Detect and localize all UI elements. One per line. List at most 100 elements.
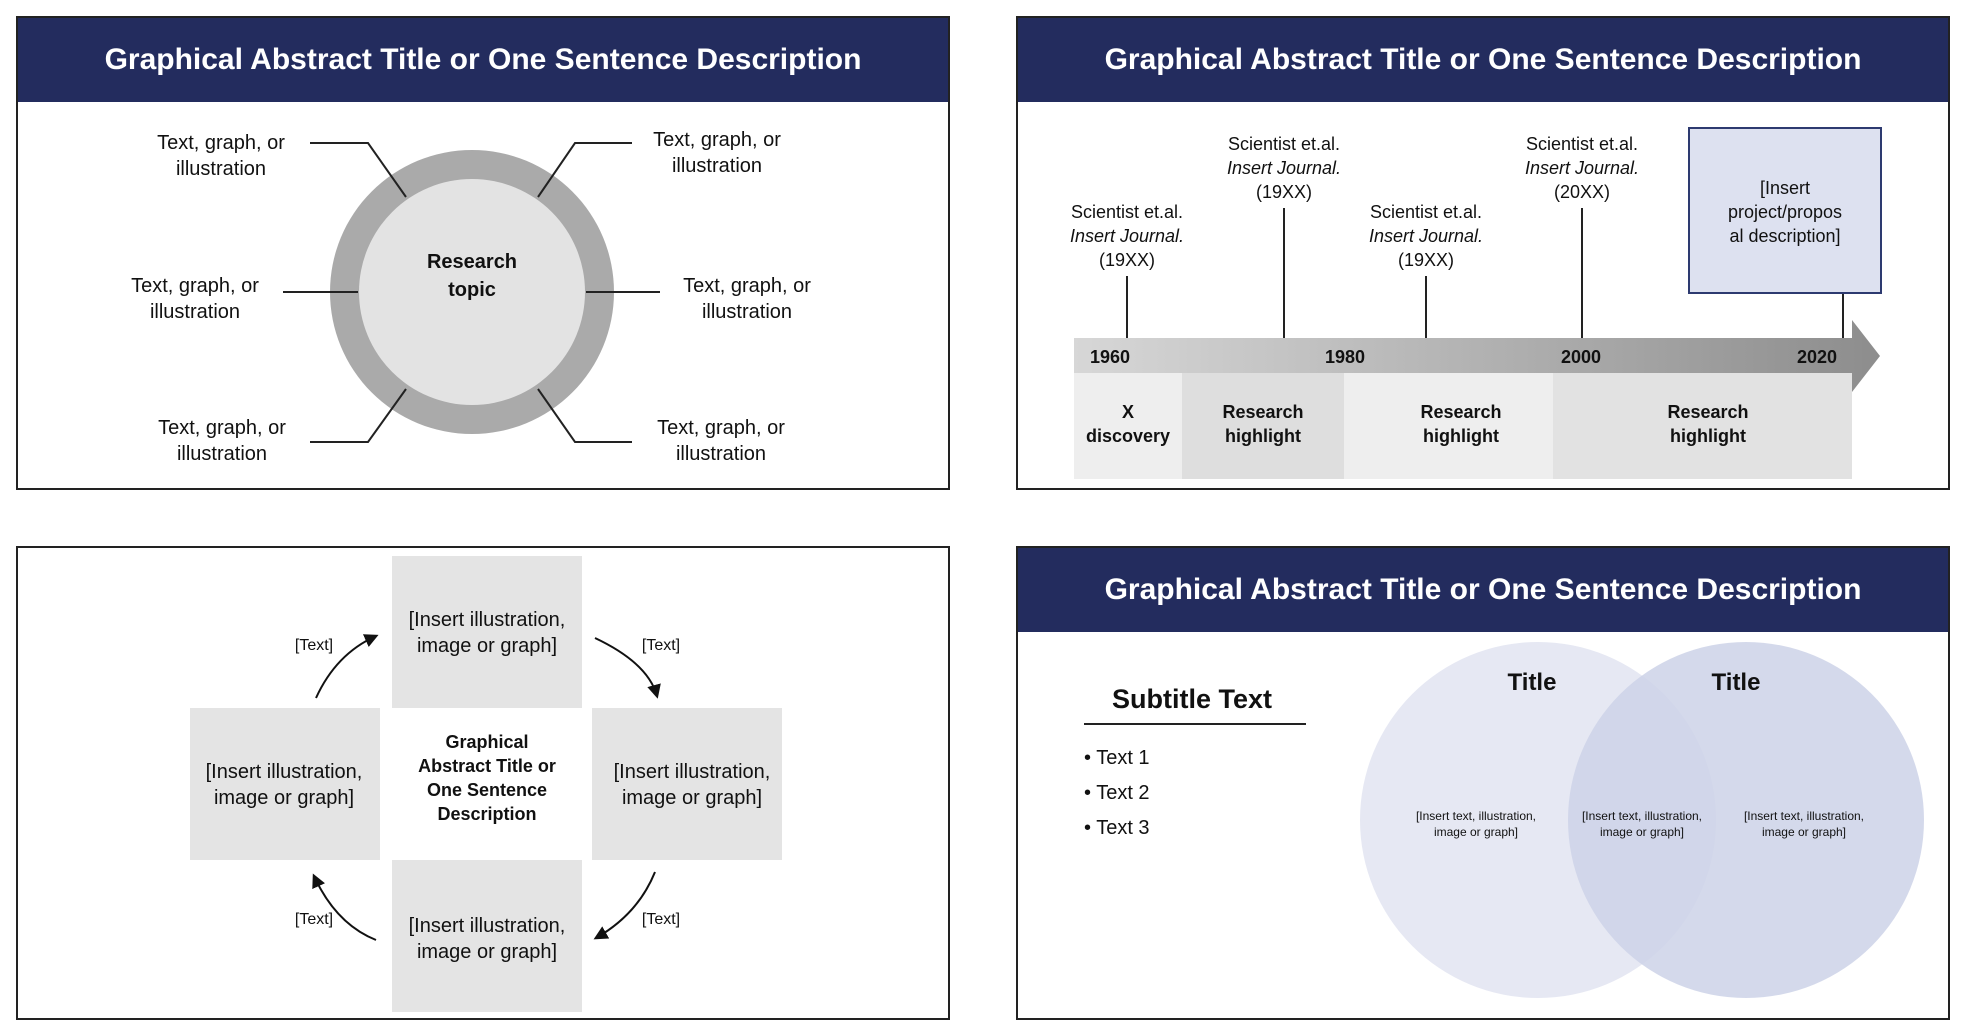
cycle-box-bottom-line2: image or graph] [417,941,557,963]
item-mid-left-line2: illustration [150,301,240,323]
venn-right-title: Title [1712,669,1761,696]
panel2-title: Graphical Abstract Title or One Sentence… [1018,18,1948,102]
event-2-year: (19XX) [1256,182,1312,202]
cycle-arrow-label-bottom-right: [Text] [642,911,680,928]
event-2-name: Scientist et.al. [1228,134,1340,154]
connector-top-right [537,142,632,198]
cycle-box-right [592,708,782,860]
cycle-box-top-line2: image or graph] [417,635,557,657]
topic-label-line1: Research [427,251,517,273]
segment-1-box [1074,373,1182,479]
cycle-arrow-label-top-right: [Text] [642,637,680,654]
item-bottom-left-line1: Text, graph, or [158,417,286,439]
item-top-left-line1: Text, graph, or [157,132,285,154]
venn-left-text-line2: image or graph] [1434,825,1518,839]
segment-4-line2: highlight [1670,426,1746,446]
item-top-right-line1: Text, graph, or [653,129,781,151]
year-2020: 2020 [1797,347,1837,367]
cycle-box-left [190,708,380,860]
bullet-1: • Text 1 [1084,747,1150,769]
segment-4-box [1553,373,1852,479]
proposal-box [1688,127,1882,294]
segment-1-line1: X [1122,402,1134,422]
event-3-name: Scientist et.al. [1370,202,1482,222]
connector-bottom-right [537,388,632,443]
year-2000: 2000 [1561,347,1601,367]
venn-diagram: Subtitle Text • Text 1 • Text 2 • Text 3… [1084,642,1924,998]
item-top-left-line2: illustration [176,158,266,180]
segment-2-line2: highlight [1225,426,1301,446]
segment-3-line2: highlight [1423,426,1499,446]
cycle-box-bottom-line1: [Insert illustration, [409,915,566,937]
cycle-box-right-line2: image or graph] [622,787,762,809]
panel-cycle: [Insert illustration, image or graph] [I… [16,546,950,1020]
proposal-line3: al description] [1729,226,1840,246]
cycle-box-bottom [392,860,582,1012]
venn-right-text-line2: image or graph] [1762,825,1846,839]
proposal-line1: [Insert [1760,178,1810,198]
cycle-center-line1: Graphical [445,732,528,752]
segment-2-box [1182,373,1344,479]
item-top-right-line2: illustration [672,155,762,177]
cycle-box-top [392,556,582,708]
item-mid-left-line1: Text, graph, or [131,275,259,297]
segment-1-line2: discovery [1086,426,1170,446]
segment-2-line1: Research [1222,402,1303,422]
bullet-3: • Text 3 [1084,817,1150,839]
event-3-journal: Insert Journal. [1369,226,1483,246]
cycle-box-top-line1: [Insert illustration, [409,609,566,631]
item-bottom-right-line1: Text, graph, or [657,417,785,439]
venn-middle-text-line1: [Insert text, illustration, [1582,809,1702,823]
cycle-arrow-bottom-left [312,873,377,941]
panel1-title: Graphical Abstract Title or One Sentence… [18,18,948,102]
cycle-center-line2: Abstract Title or [418,756,556,776]
cycle-box-left-line1: [Insert illustration, [206,761,363,783]
event-4-journal: Insert Journal. [1525,158,1639,178]
panel-venn: Graphical Abstract Title or One Sentence… [1016,546,1950,1020]
event-4-year: (20XX) [1554,182,1610,202]
item-mid-right-line2: illustration [702,301,792,323]
event-3-year: (19XX) [1398,250,1454,270]
cycle-center-line3: One Sentence [427,780,547,800]
venn-subtitle: Subtitle Text [1112,684,1272,714]
connector-bottom-left [310,388,407,443]
cycle-box-right-line1: [Insert illustration, [614,761,771,783]
cycle-arrow-top-right [594,637,661,699]
item-bottom-right-line2: illustration [676,443,766,465]
timeline-diagram: 1960 1980 2000 2020 Scientist et.al. Ins… [1070,127,1882,479]
event-1-year: (19XX) [1099,250,1155,270]
segment-3-line1: Research [1420,402,1501,422]
year-1980: 1980 [1325,347,1365,367]
venn-left-title: Title [1508,669,1557,696]
cycle-arrow-label-top-left: [Text] [295,637,333,654]
topic-label-line2: topic [448,279,496,301]
timeline-arrow [1074,320,1880,392]
cycle-arrow-label-bottom-left: [Text] [295,911,333,928]
panel-timeline: Graphical Abstract Title or One Sentence… [1016,16,1950,490]
event-4-name: Scientist et.al. [1526,134,1638,154]
venn-left-text-line1: [Insert text, illustration, [1416,809,1536,823]
year-1960: 1960 [1090,347,1130,367]
item-bottom-left-line2: illustration [177,443,267,465]
topic-inner-circle [359,179,585,405]
panel4-title: Graphical Abstract Title or One Sentence… [1018,548,1948,632]
event-2-journal: Insert Journal. [1227,158,1341,178]
cycle-arrow-bottom-right [593,871,656,940]
cycle-box-left-line2: image or graph] [214,787,354,809]
cycle-arrow-top-left [315,634,379,699]
research-topic-diagram: Research topic Text, graph, or illustrat… [131,129,811,465]
event-1-journal: Insert Journal. [1070,226,1184,246]
venn-right-circle [1568,642,1924,998]
bullet-2: • Text 2 [1084,782,1150,804]
segment-3-box [1344,373,1553,479]
venn-middle-text-line2: image or graph] [1600,825,1684,839]
proposal-line2: project/propos [1728,202,1842,222]
venn-right-text-line1: [Insert text, illustration, [1744,809,1864,823]
cycle-center-line4: Description [437,804,536,824]
item-mid-right-line1: Text, graph, or [683,275,811,297]
event-1-name: Scientist et.al. [1071,202,1183,222]
panel-research-topic: Graphical Abstract Title or One Sentence… [16,16,950,490]
cycle-diagram: [Insert illustration, image or graph] [I… [190,556,782,1012]
segment-4-line1: Research [1667,402,1748,422]
connector-top-left [310,142,407,198]
